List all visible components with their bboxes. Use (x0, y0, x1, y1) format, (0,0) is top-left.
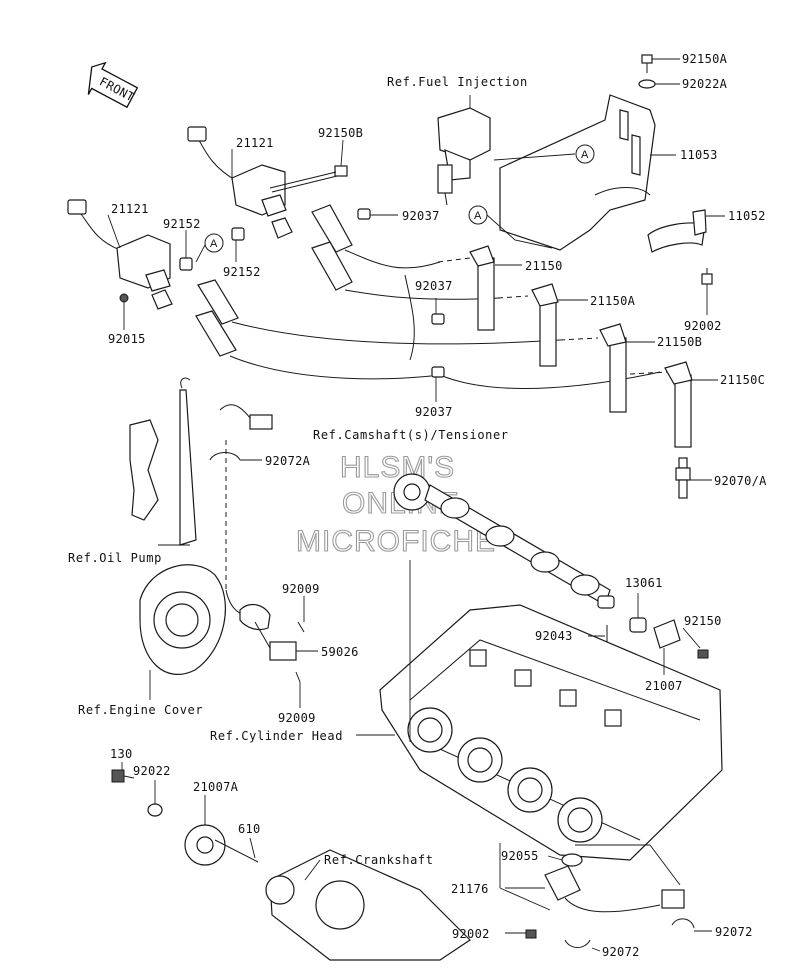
label-92150: 92150 (684, 614, 722, 628)
leader-lines (107, 58, 725, 952)
svg-text:A: A (474, 210, 482, 222)
cylinder-head (379, 604, 723, 861)
front-arrow-icon: FRONT (87, 61, 139, 109)
spacers-92152 (179, 227, 245, 271)
label-21150C: 21150C (720, 373, 765, 387)
callout-a-1-line (493, 153, 576, 161)
callout-a-1: A (575, 144, 595, 164)
bolt-92150A (641, 54, 653, 73)
ref-cylinder-head: Ref.Cylinder Head (210, 729, 343, 743)
ref-camshaft: Ref.Camshaft(s)/Tensioner (313, 428, 509, 442)
ref-fuel-injection: Ref.Fuel Injection (387, 75, 528, 89)
ref-oil-pump: Ref.Oil Pump (68, 551, 162, 565)
plug-cap-21150B (599, 323, 627, 413)
bolt-92150B (269, 165, 348, 193)
label-92037-mid: 92037 (415, 279, 453, 293)
watermark-line-3: MICROFICHE (296, 525, 496, 558)
label-21121-lower: 21121 (111, 202, 149, 216)
label-21176: 21176 (451, 882, 489, 896)
pickup-coil-59026 (239, 603, 305, 683)
label-92070A: 92070/A (714, 474, 767, 488)
label-92150A: 92150A (682, 52, 728, 66)
crank-sensor-21176 (525, 853, 685, 939)
label-21007: 21007 (645, 679, 683, 693)
plug-cap-21150 (469, 245, 495, 331)
label-92002-top: 92002 (684, 319, 722, 333)
label-92022A: 92022A (682, 77, 728, 91)
part-labels: 92150A 92022A 11053 11052 92002 21121 21… (108, 52, 767, 959)
watermark-line-1: HLSM'S (340, 451, 455, 484)
spark-plug-92070A (675, 457, 691, 499)
callout-a-2: A (468, 205, 488, 225)
label-92150B: 92150B (318, 126, 363, 140)
label-92037-top: 92037 (402, 209, 440, 223)
label-92055: 92055 (501, 849, 539, 863)
label-92152-right: 92152 (223, 265, 261, 279)
label-11052: 11052 (728, 209, 766, 223)
label-92072-right: 92072 (715, 925, 753, 939)
plug-cap-21150C (664, 361, 693, 448)
label-21121-upper: 21121 (236, 136, 274, 150)
label-21007A: 21007A (193, 780, 239, 794)
label-92152-left: 92152 (163, 217, 201, 231)
label-21150: 21150 (525, 259, 563, 273)
bolt-130 (111, 769, 135, 783)
engine-cover (139, 564, 226, 675)
label-13061: 13061 (625, 576, 663, 590)
callout-a-3: A (204, 233, 224, 253)
label-21150A: 21150A (590, 294, 636, 308)
ref-crankshaft: Ref.Crankshaft (324, 853, 434, 867)
label-92015: 92015 (108, 332, 146, 346)
label-92009-bottom: 92009 (278, 711, 316, 725)
oil-pump-bracket (129, 377, 273, 546)
label-92002-bottom: 92002 (452, 927, 490, 941)
fuel-injection-unit (437, 107, 491, 206)
clamp-92072A (209, 452, 241, 461)
rotor-21007A (184, 824, 226, 866)
label-92009-top: 92009 (282, 582, 320, 596)
callout-a-3-line (195, 244, 206, 263)
camshaft (393, 473, 615, 609)
plug-cap-21150A (531, 283, 559, 367)
label-92037-bottom: 92037 (415, 405, 453, 419)
label-59026: 59026 (321, 645, 359, 659)
label-92072-left: 92072 (602, 945, 640, 959)
washer-92022 (147, 803, 163, 817)
label-92043: 92043 (535, 629, 573, 643)
ignition-coil-lower (67, 199, 173, 310)
bolt-92002-top (701, 268, 713, 285)
pin-610 (214, 839, 259, 863)
clamps-92037 (357, 208, 445, 378)
ref-engine-cover: Ref.Engine Cover (78, 703, 203, 717)
washer-92022A (638, 79, 656, 89)
label-610: 610 (238, 822, 261, 836)
label-130: 130 (110, 747, 133, 761)
clamp-11052 (647, 209, 707, 253)
callout-a-2-line (486, 214, 553, 249)
reference-labels: Ref.Fuel Injection Ref.Camshaft(s)/Tensi… (68, 75, 528, 867)
spark-plug-leads (195, 204, 669, 389)
label-92022: 92022 (133, 764, 171, 778)
clamps-92072 (564, 918, 695, 948)
svg-text:A: A (581, 149, 589, 161)
label-21150B: 21150B (657, 335, 702, 349)
svg-text:A: A (210, 238, 218, 250)
label-92072A: 92072A (265, 454, 311, 468)
crankshaft (265, 849, 471, 961)
bracket-11053 (499, 94, 656, 251)
label-11053: 11053 (680, 148, 718, 162)
ignition-coil-upper (187, 126, 293, 239)
